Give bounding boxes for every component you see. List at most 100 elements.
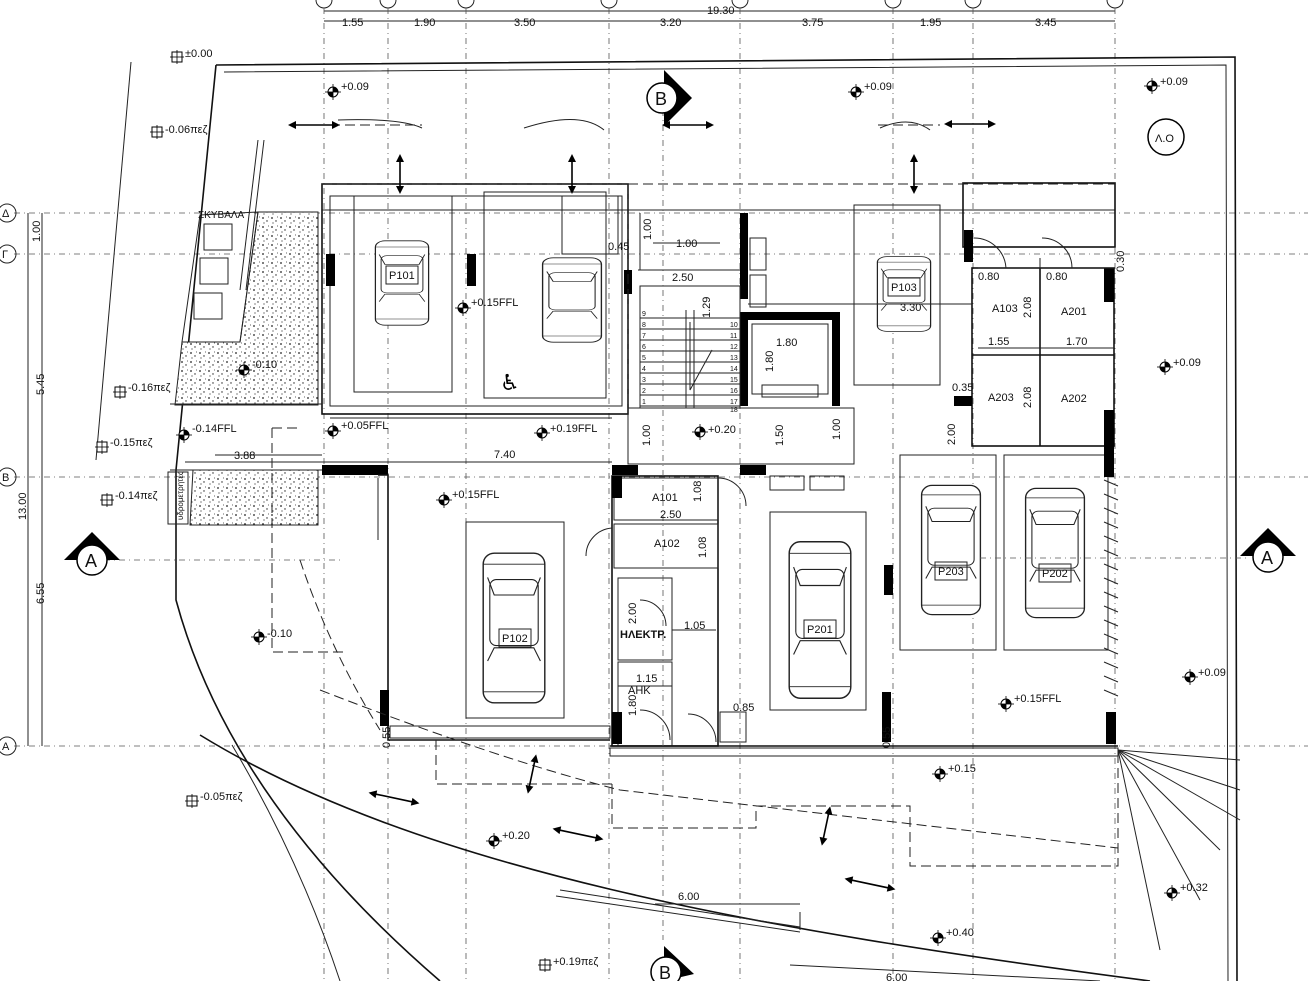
parking-p101: P101 <box>374 240 430 326</box>
left-dimension-chain: Δ Γ Β Α 1.00 5.45 13.00 6.55 <box>0 203 47 756</box>
grid-bubble-delta: Δ <box>2 208 10 220</box>
section-a-left: A <box>85 551 97 571</box>
level-l1: ±0.00 <box>185 48 212 60</box>
level-l9: -0.15πεζ <box>110 437 153 449</box>
level-l14: -0.14πεζ <box>115 490 158 502</box>
north-block <box>321 182 1116 415</box>
step-1: 1 <box>642 399 646 406</box>
stair-lift-core: 9 8 7 6 5 4 3 2 1 10 11 12 13 14 15 16 1… <box>612 213 855 491</box>
label-p103: P103 <box>891 282 917 294</box>
step-9: 9 <box>642 311 646 318</box>
level-l15: +0.15FFL <box>452 489 499 501</box>
level-l13: +0.15FFL <box>471 297 518 309</box>
dim-top-5: 3.75 <box>802 17 823 29</box>
level-l10: +0.05FFL <box>341 420 388 432</box>
parking-p103: P103 <box>876 255 932 333</box>
label-p203: P203 <box>938 566 964 578</box>
grid-bubble-beta: Β <box>2 472 9 484</box>
level-l19: +0.15FFL <box>1014 693 1061 705</box>
accessible-parking-icon: ♿ <box>500 370 520 395</box>
step-13: 13 <box>730 355 738 362</box>
dim-inner-23: 2.50 <box>660 509 681 521</box>
dim-inner-14: 2.08 <box>1022 387 1034 408</box>
label-a102: A102 <box>654 538 680 550</box>
step-12: 12 <box>730 344 738 351</box>
label-a201: A201 <box>1061 306 1087 318</box>
gravel-and-bin-area: ΣΚΥΒΑΛΑ υδρομετρητές <box>167 139 319 526</box>
dim-inner-20: 1.50 <box>774 425 786 446</box>
level-l3: +0.09 <box>341 81 369 93</box>
label-ahk: ΑΗΚ <box>628 685 651 697</box>
level-l21: -0.05πεζ <box>200 791 243 803</box>
dim-inner-24: 1.08 <box>697 537 709 558</box>
step-4: 4 <box>642 366 646 373</box>
label-water-meters: υδρομετρητές <box>176 471 185 520</box>
level-l4: +0.09 <box>864 81 892 93</box>
dim-inner-29: 0.85 <box>733 702 754 714</box>
step-6: 6 <box>642 344 646 351</box>
step-7: 7 <box>642 333 646 340</box>
dim-inner-9: 0.80 <box>978 271 999 283</box>
label-electrical: ΗΛΕΚΤΡ. <box>620 629 666 641</box>
step-5: 5 <box>642 355 646 362</box>
level-l25: +0.19πεζ <box>553 956 598 968</box>
dim-left-1: 1.00 <box>31 221 43 242</box>
dim-inner-3: 0.45 <box>608 241 629 253</box>
sign-circle: Λ.Ο <box>1147 118 1185 156</box>
label-a202: A202 <box>1061 393 1087 405</box>
dim-inner-13: 2.08 <box>1022 297 1034 318</box>
parking-p202: P202 <box>1024 487 1086 619</box>
step-16: 16 <box>730 388 738 395</box>
label-p201: P201 <box>807 624 833 636</box>
level-l16: -0.10 <box>267 628 292 640</box>
level-l8: -0.14FFL <box>192 423 237 435</box>
dim-inner-6: 1.80 <box>776 337 797 349</box>
dim-inner-10: 0.80 <box>1046 271 1067 283</box>
dim-left-4: 6.55 <box>35 583 47 604</box>
dim-left-3: 13.00 <box>17 492 29 520</box>
dim-inner-19: 1.00 <box>641 425 653 446</box>
dim-inner-2: 1.00 <box>676 238 697 250</box>
level-l18: +0.09 <box>1198 667 1226 679</box>
top-dimension-chain: 19.30 1.55 1.90 3.50 3.20 3.75 1.95 3.45 <box>315 0 1124 29</box>
dim-inner-30: 0.55 <box>381 727 393 748</box>
dim-inner-1: 1.00 <box>642 219 654 240</box>
level-l23: +0.32 <box>1180 882 1208 894</box>
level-l5: +0.09 <box>1160 76 1188 88</box>
step-15: 15 <box>730 377 738 384</box>
section-b-bottom: B <box>659 963 671 981</box>
site-boundary <box>95 56 1238 981</box>
level-l6: -0.10 <box>252 359 277 371</box>
dim-inner-26: 1.05 <box>684 620 705 632</box>
level-l22: +0.20 <box>502 830 530 842</box>
dim-inner-33: 6.00 <box>886 972 907 981</box>
dim-inner-17: 3.88 <box>234 450 255 462</box>
step-17: 17 <box>730 399 738 406</box>
parking-p102: P102 <box>482 552 546 704</box>
dim-inner-31: 0.55 <box>881 727 893 748</box>
dim-inner-4: 2.50 <box>672 272 693 284</box>
dim-top-1: 1.55 <box>342 17 363 29</box>
dim-inner-34: 0.30 <box>1115 251 1127 272</box>
dim-top-3: 3.50 <box>514 17 535 29</box>
dashed-overhead-lines <box>271 119 1119 867</box>
step-3: 3 <box>642 377 646 384</box>
sign-label: Λ.Ο <box>1155 133 1174 145</box>
grid-bubble-gamma: Γ <box>2 249 8 261</box>
dim-inner-15: 0.35 <box>952 382 973 394</box>
level-l24: +0.40 <box>946 927 974 939</box>
level-markers: ±0.00 -0.06πεζ +0.09 +0.09 +0.09 -0.10 -… <box>94 48 1226 973</box>
step-8: 8 <box>642 322 646 329</box>
dim-inner-5: 1.29 <box>701 297 713 318</box>
label-a101: A101 <box>652 492 678 504</box>
dim-total-width: 19.30 <box>707 5 735 17</box>
label-skyvala: ΣΚΥΒΑΛΑ <box>198 210 245 221</box>
label-a103: A103 <box>992 303 1018 315</box>
dim-inner-22: 1.08 <box>692 481 704 502</box>
dim-inner-21: 1.00 <box>831 419 843 440</box>
label-a203: A203 <box>988 392 1014 404</box>
dim-inner-12: 1.70 <box>1066 336 1087 348</box>
dim-inner-16: 2.00 <box>946 424 958 445</box>
